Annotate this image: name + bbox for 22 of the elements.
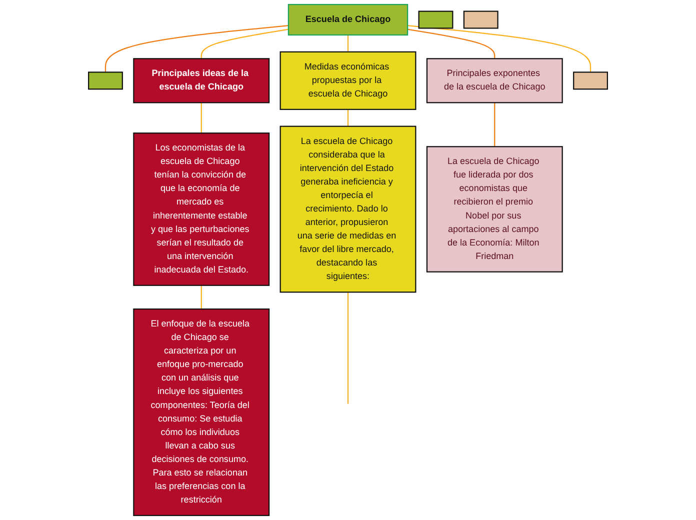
node-box: Medidas económicas propuestas por la escuela de Chicago	[280, 51, 416, 110]
node-box: La escuela de Chicago fue liderada por dos economistas que recibieron el premio Nobel por sus aportaciones al campo de la Economía: Milton Friedman	[426, 146, 563, 272]
node-box	[573, 72, 608, 90]
node-box: El enfoque de la escuela de Chicago se caracteriza por un enfoque pro-mercado con un análisis que incluye los siguientes componentes: Teoría del consumo: Se estudia cómo los individuos llevan a cabo sus decisiones de consumo. Para esto se relacionan las preferencias con la restricción	[133, 308, 270, 516]
node-box	[463, 10, 498, 29]
node-box: Escuela de Chicago	[288, 4, 408, 36]
connector	[200, 102, 202, 134]
node-box: Principales ideas de la escuela de Chicago	[133, 58, 270, 104]
connector	[347, 34, 349, 52]
node-box: La escuela de Chicago consideraba que la intervención del Estado generaba ineficiencia y entorpecía el crecimiento. Dado lo anterior, propusieron una serie de medidas en favor del libre mercado, destacando las siguientes:	[280, 126, 416, 293]
connector	[494, 102, 496, 147]
connector	[200, 285, 202, 310]
node-box	[88, 72, 123, 90]
node-box	[418, 10, 454, 29]
connector	[200, 28, 289, 59]
connector	[347, 109, 349, 126]
connector	[104, 25, 288, 72]
connector	[347, 292, 349, 404]
node-box: Principales exponentes de la escuela de Chicago	[426, 58, 563, 104]
connector	[408, 25, 592, 72]
node-box: Los economistas de la escuela de Chicago tenían la convicción de que la economía de mercado es inherentemente estable y que las perturbaciones serían el resultado de una intervención inadecuada del Estado.	[133, 132, 270, 286]
connector	[407, 28, 496, 59]
